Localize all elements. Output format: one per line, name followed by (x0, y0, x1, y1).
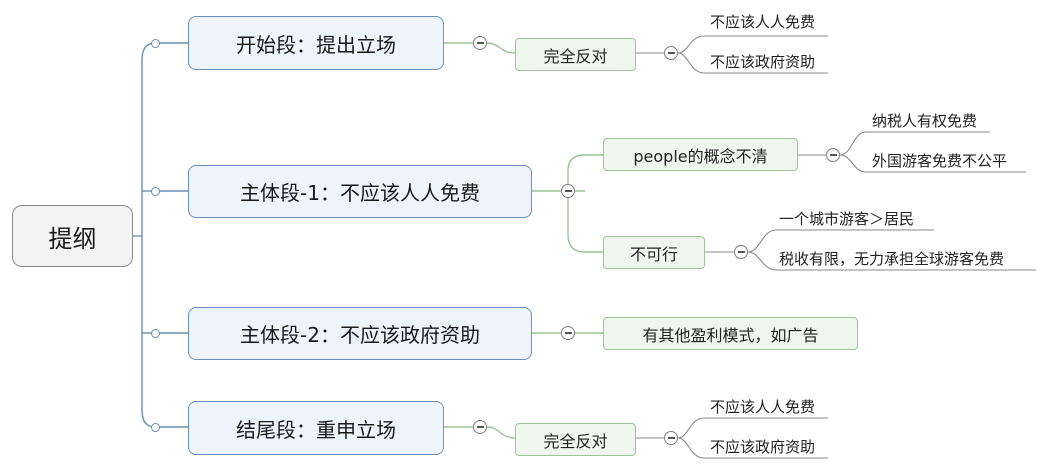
leaf-not-free-for-all[interactable]: 不应该人人免费 (710, 13, 816, 31)
leaf-not-free-for-all[interactable]: 不应该人人免费 (710, 398, 816, 416)
collapse-toggle-icon[interactable] (561, 184, 575, 198)
root-node[interactable]: 提纲 (12, 205, 133, 267)
collapse-toggle-icon[interactable] (561, 326, 575, 340)
leaf-taxpayers-entitled[interactable]: 纳税人有权免费 (872, 112, 978, 130)
subnode-opposition-closing[interactable]: 完全反对 (515, 423, 636, 456)
connector-s2b-leaves (705, 229, 1036, 271)
connector-root-spine (141, 42, 156, 428)
subnode-not-feasible[interactable]: 不可行 (603, 236, 705, 269)
connector-s4-child (444, 426, 516, 439)
leaf-not-government-funded[interactable]: 不应该政府资助 (710, 53, 816, 71)
leaf-foreign-tourists-unfair[interactable]: 外国游客免费不公平 (872, 152, 1008, 170)
connector-s2-children (532, 154, 603, 253)
collapse-toggle-icon[interactable] (664, 46, 678, 60)
collapse-toggle-icon[interactable] (734, 245, 748, 259)
leaf-limited-tax-revenue[interactable]: 税收有限，无力承担全球游客免费 (779, 250, 1005, 268)
subnode-other-profit-models[interactable]: 有其他盈利模式，如广告 (603, 317, 858, 350)
collapse-toggle-icon[interactable] (826, 148, 840, 162)
connector-dot (151, 329, 160, 338)
collapse-toggle-icon[interactable] (473, 36, 487, 50)
connector-dot (151, 39, 160, 48)
subnode-people-concept-unclear[interactable]: people的概念不清 (603, 138, 798, 171)
section-node-closing[interactable]: 结尾段：重申立场 (188, 401, 444, 455)
connector-s1-leaves (636, 35, 828, 74)
section-node-body-1[interactable]: 主体段-1：不应该人人免费 (188, 165, 532, 218)
leaf-tourists-exceed-residents[interactable]: 一个城市游客＞居民 (779, 210, 915, 228)
connector-s4-leaves (636, 417, 828, 459)
subnode-opposition-opening[interactable]: 完全反对 (515, 38, 636, 71)
connector-dot (151, 187, 160, 196)
connector-dot (151, 423, 160, 432)
connector-s1-child (444, 42, 516, 54)
connector-s2a-leaves (798, 131, 1026, 173)
section-node-body-2[interactable]: 主体段-2：不应该政府资助 (188, 307, 532, 360)
collapse-toggle-icon[interactable] (664, 431, 678, 445)
leaf-not-government-funded[interactable]: 不应该政府资助 (710, 438, 816, 456)
section-node-opening[interactable]: 开始段：提出立场 (188, 16, 444, 70)
collapse-toggle-icon[interactable] (473, 420, 487, 434)
